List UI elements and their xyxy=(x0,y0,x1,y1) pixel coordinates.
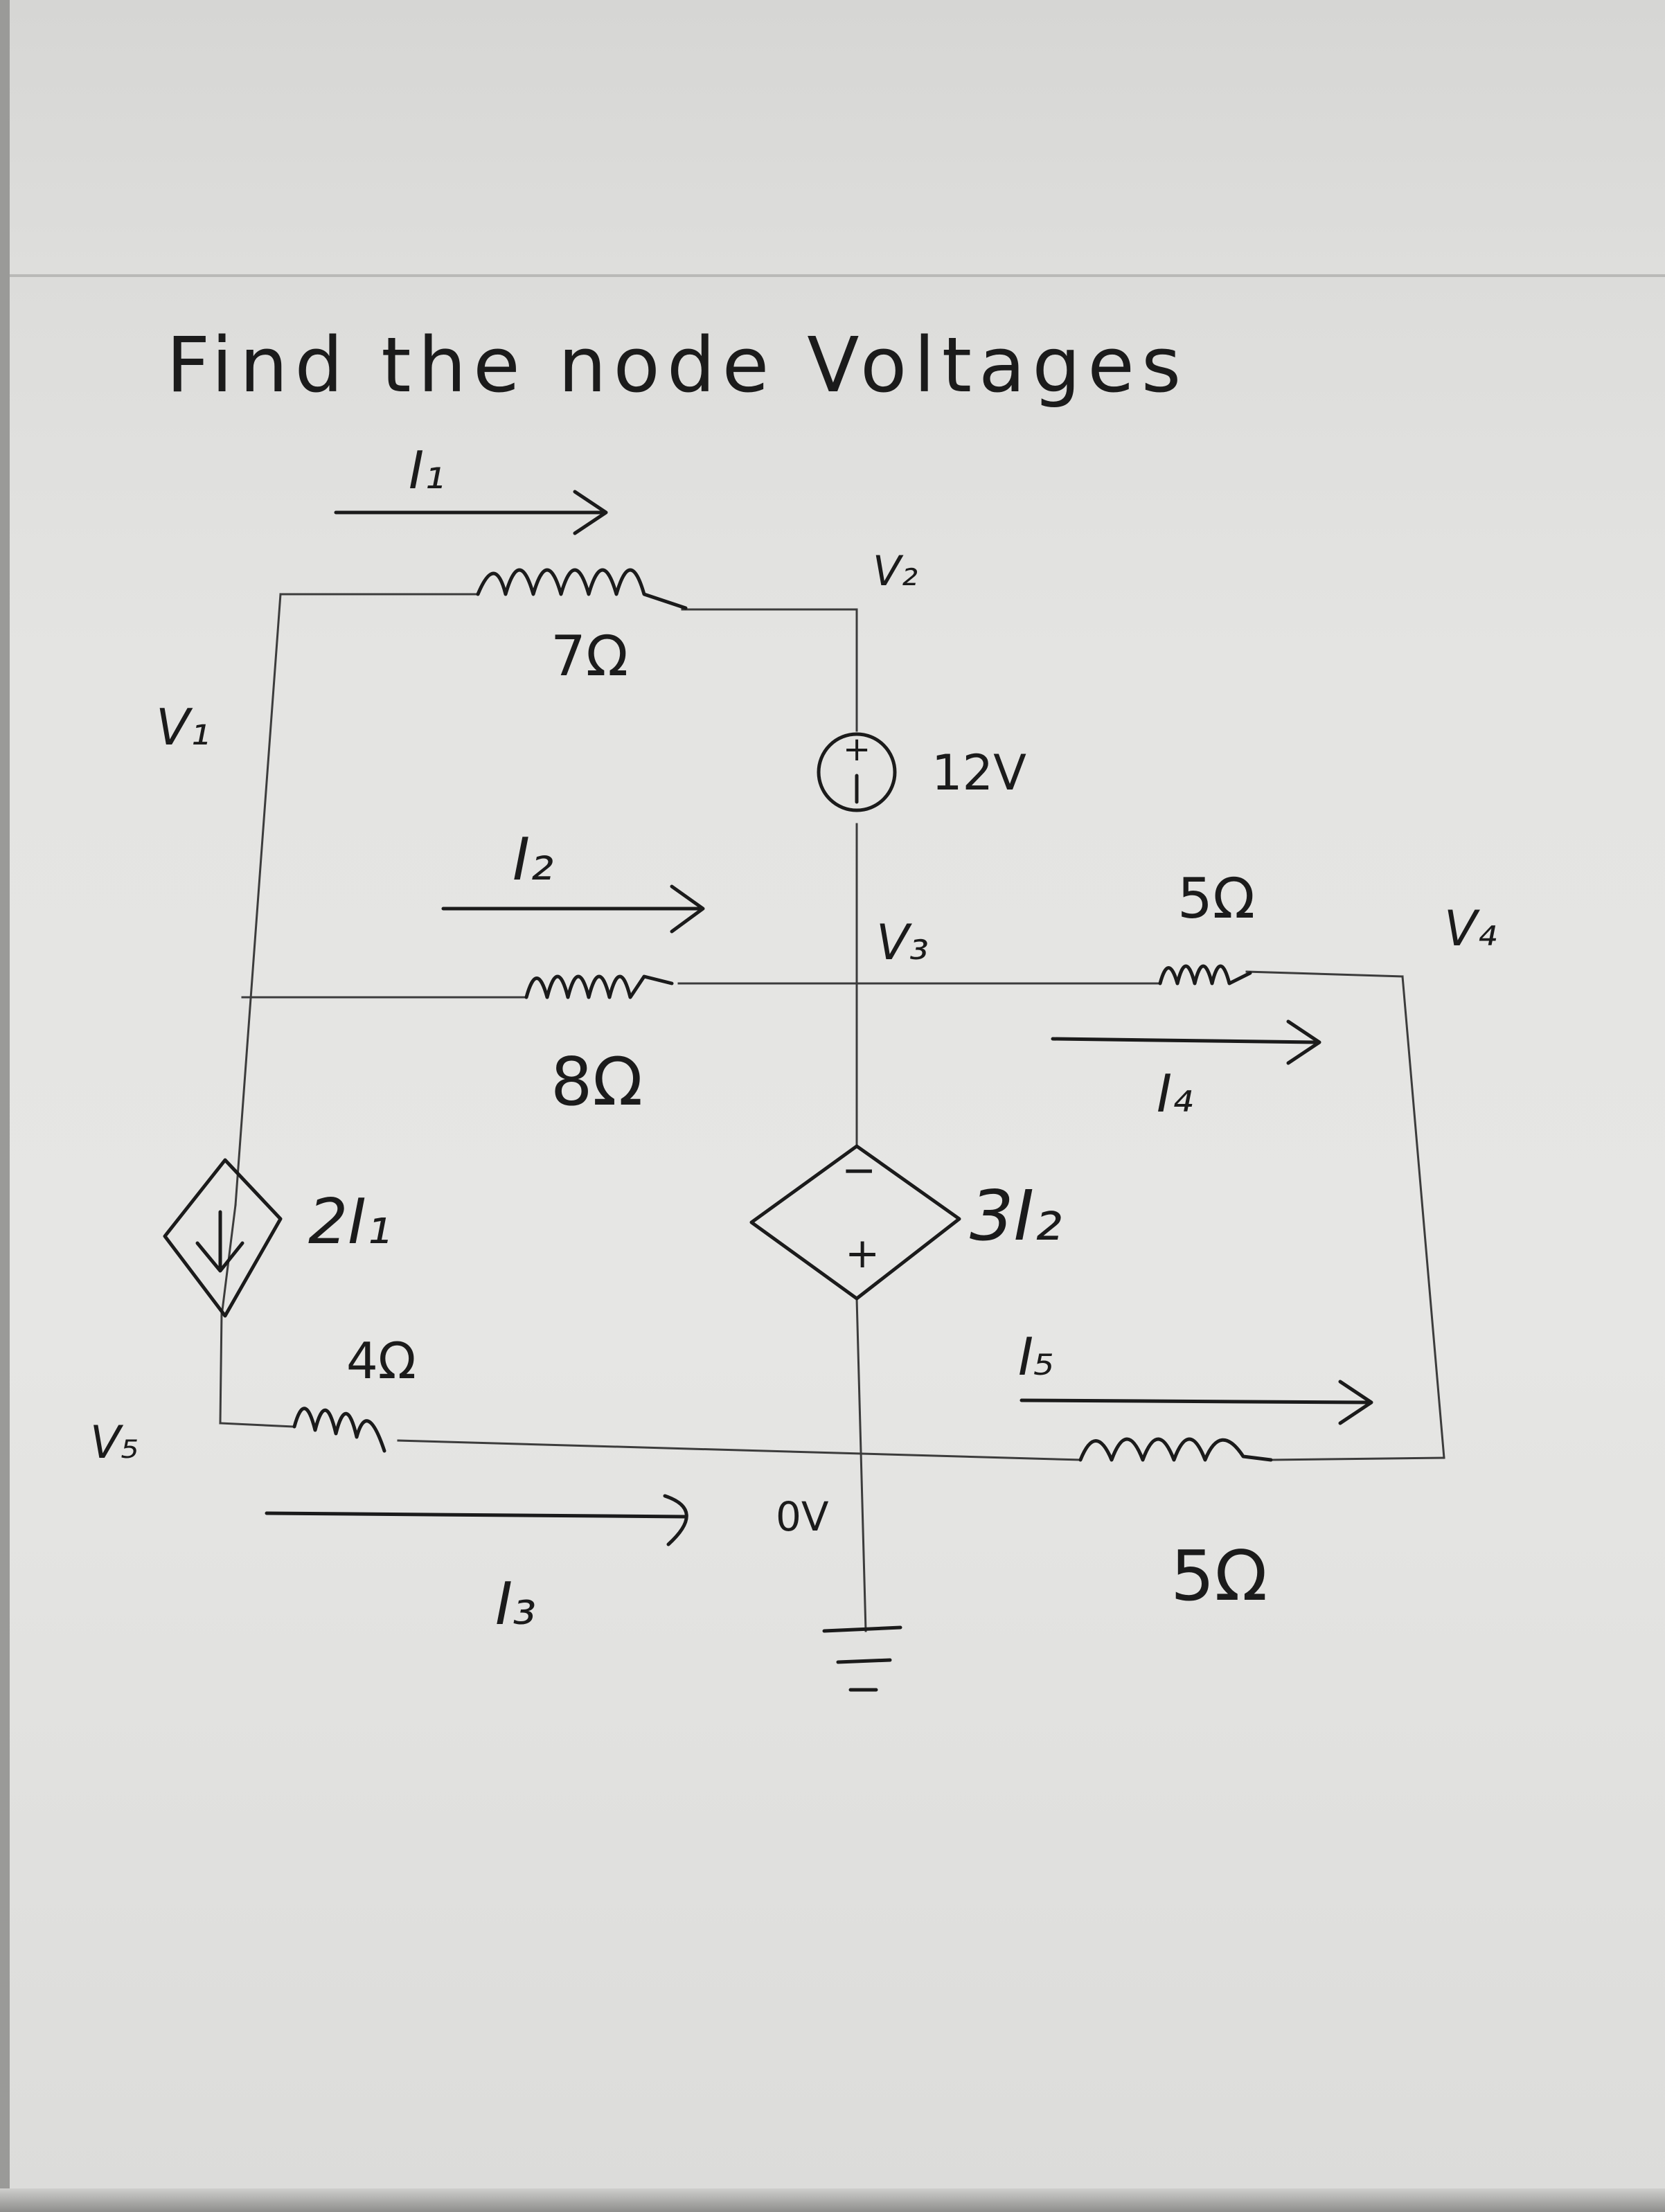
paper-edge xyxy=(0,274,1665,277)
dependent-current-source xyxy=(163,1158,283,1318)
ground-label: 0V xyxy=(776,1493,829,1540)
wire-v5-bottom xyxy=(219,1422,296,1428)
label-node-v5: V₅ xyxy=(90,1417,139,1469)
resistor-5-ohm-bottom xyxy=(1078,1437,1273,1462)
bottom-bezel xyxy=(0,2188,1665,2212)
arrow-i4 xyxy=(1051,1019,1321,1065)
arrow-i2 xyxy=(441,884,705,934)
label-node-v1: V₁ xyxy=(156,698,210,756)
label-node-v4: V₄ xyxy=(1444,900,1497,957)
wire-v4-top xyxy=(1245,970,1404,978)
voltage-source-label: 12V xyxy=(932,744,1026,801)
label-node-v2: V₂ xyxy=(873,547,918,596)
svg-text:+: + xyxy=(845,1229,880,1278)
wire-bottom-right xyxy=(1270,1456,1445,1461)
wire-left-vertical xyxy=(234,593,282,1206)
label-i3: I₃ xyxy=(495,1570,536,1639)
resistor-7-ohm xyxy=(476,568,688,610)
label-i4: I₄ xyxy=(1157,1063,1193,1124)
left-bezel xyxy=(0,0,10,2212)
voltage-source-12v: + xyxy=(817,730,897,812)
dependent-voltage-source: − + xyxy=(749,1144,961,1301)
label-i2: I₂ xyxy=(513,826,553,894)
arrow-i1 xyxy=(334,490,608,535)
svg-text:−: − xyxy=(842,1146,876,1195)
resistor-4-ohm xyxy=(292,1407,386,1453)
arrow-i5 xyxy=(1020,1380,1373,1425)
label-resistor-4-ohm: 4Ω xyxy=(346,1332,416,1390)
svg-text:+: + xyxy=(843,730,871,769)
page-title: Find the node Voltages xyxy=(166,321,1188,409)
label-node-v3: V₃ xyxy=(876,914,929,971)
current-source-label: 2I₁ xyxy=(308,1186,391,1258)
wire-dependent-source-to-ground xyxy=(855,1297,867,1632)
label-resistor-5-ohm-bottom: 5Ω xyxy=(1170,1535,1267,1616)
wire-right-vertical xyxy=(1401,975,1445,1459)
top-background xyxy=(0,0,1665,277)
label-i5: I₅ xyxy=(1018,1326,1054,1387)
resistor-5-ohm-top xyxy=(1158,964,1252,985)
wire-current-source-to-v5 xyxy=(219,1311,223,1425)
label-resistor-8-ohm: 8Ω xyxy=(551,1044,643,1121)
wire-bottom-middle xyxy=(397,1439,1082,1461)
label-resistor-5-ohm-top: 5Ω xyxy=(1177,866,1255,931)
label-resistor-7-ohm: 7Ω xyxy=(551,624,628,688)
dependent-voltage-source-label: 3I₂ xyxy=(970,1175,1062,1256)
resistor-8-ohm xyxy=(524,974,674,999)
ground-symbol xyxy=(822,1625,902,1692)
arrow-i3 xyxy=(265,1494,688,1546)
label-i1: I₁ xyxy=(409,440,445,501)
